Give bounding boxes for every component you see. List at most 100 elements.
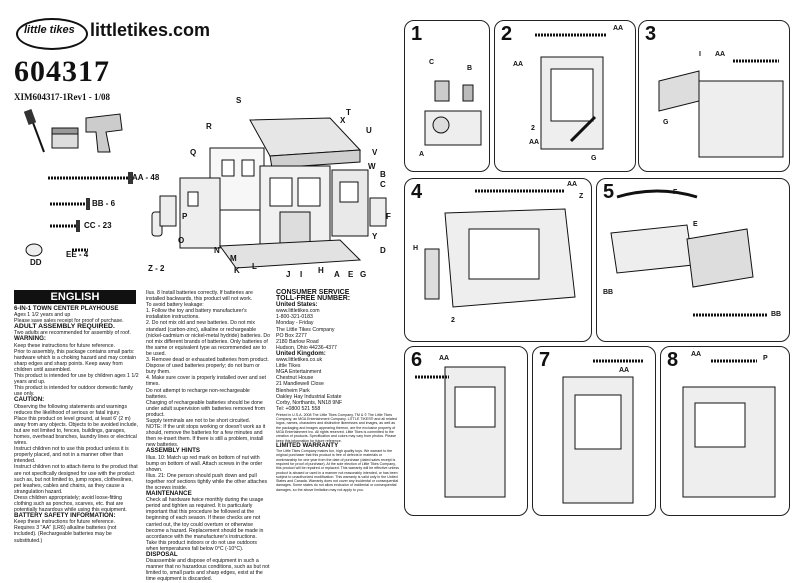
- caution-item: Observing the following statements and w…: [14, 403, 128, 416]
- brand-logo-text: little tikes: [24, 24, 75, 36]
- parts-illustration: [23, 109, 387, 269]
- us-line: PO Box 2277: [276, 332, 307, 339]
- step-7-panel: 7 AA: [532, 346, 656, 516]
- caution-item: Instruct children not to use this produc…: [14, 446, 129, 465]
- warning-item: Keep these instructions for future refer…: [14, 342, 115, 349]
- label-screw-cc: CC - 23: [84, 221, 112, 230]
- adult-assembly-sub: Two adults are recommended for assembly …: [14, 330, 131, 337]
- battery-note: Do not attempt to recharge non-rechargea…: [146, 387, 250, 400]
- playhouse-image: [159, 117, 387, 269]
- step-8-panel: 8 AA P: [660, 346, 790, 516]
- step-label: F: [673, 189, 678, 196]
- step-6-illustration: [415, 366, 506, 498]
- step-1-panel: 1 C B A: [404, 20, 490, 172]
- assembly-hint: Illus. 10: Match up red mark on bottom o…: [146, 454, 263, 473]
- uk-line: MGA Entertainment: [276, 369, 322, 376]
- house-label: H: [318, 266, 324, 275]
- house-label: D: [380, 246, 386, 255]
- house-label: I: [300, 270, 303, 279]
- caution-heading: CAUTION:: [14, 396, 45, 404]
- step-number: 6: [411, 349, 423, 371]
- battery-note: Supply terminals are not to be short cir…: [146, 417, 251, 424]
- label-screw-bb: BB - 6: [92, 199, 116, 208]
- battery-pack-image: [51, 127, 79, 149]
- step-label: BB: [603, 289, 614, 296]
- label-screw-aa: AA - 48: [132, 173, 160, 182]
- step-label: H: [413, 245, 419, 252]
- toll-free-heading: TOLL-FREE NUMBER:: [276, 295, 351, 303]
- maintenance-item: Take this product indoors or do not use …: [146, 539, 258, 552]
- house-label: A: [334, 270, 340, 279]
- label-screw-dd: DD: [30, 258, 42, 267]
- house-label: P: [182, 212, 188, 221]
- house-label: N: [214, 246, 220, 255]
- house-label: Y: [372, 232, 378, 241]
- product-title: 6-IN-1 TOWN CENTER PLAYHOUSE: [14, 305, 119, 312]
- battery-maintenance-column: Ilus. 8 Install batteries correctly. If …: [146, 290, 270, 583]
- battery-note: 4. Make sure cover is properly installed…: [146, 375, 266, 388]
- adult-assembly-heading: ADULT ASSEMBLY REQUIRED.: [14, 323, 115, 331]
- house-label: M: [230, 254, 237, 263]
- warranty-heading: LIMITED WARRANTY: [276, 441, 339, 449]
- step-2-illustration: [535, 33, 607, 150]
- house-label: O: [178, 236, 185, 245]
- step-number: 3: [645, 23, 657, 45]
- screw-dd-image: [25, 243, 43, 257]
- step-number: 2: [501, 23, 513, 45]
- warning-item: This product is intended for use by chil…: [14, 373, 139, 386]
- step-label: I: [699, 51, 701, 58]
- english-column: 6-IN-1 TOWN CENTER PLAYHOUSE Ages 1 1/2 …: [14, 305, 140, 544]
- power-drill-image: [85, 113, 123, 153]
- us-line: The Little Tikes Company: [276, 326, 335, 333]
- step-4-panel: 4 AA Z H 2: [404, 178, 592, 342]
- step-label: AA: [691, 351, 702, 358]
- uk-line: Tel: +0800 521 558: [276, 405, 321, 412]
- uk-line: Corby, Northants, NN18 9NF: [276, 399, 343, 406]
- step-label: AA: [529, 139, 540, 146]
- english-section-bar: ENGLISH: [14, 290, 136, 304]
- step-label: AA: [513, 61, 524, 68]
- battery-note: Charging of rechargeable batteries shoul…: [146, 399, 266, 418]
- battery-note: 3. Remove dead or exhausted batteries fr…: [146, 357, 269, 376]
- brand-site: littletikes.com: [90, 20, 211, 40]
- step-label: AA: [715, 51, 726, 58]
- step-label: B: [467, 65, 473, 72]
- step-5-panel: 5 F E BB BB: [596, 178, 790, 342]
- step-label: A: [419, 151, 425, 158]
- assembly-hint: Illus. 21: One person should push down a…: [146, 472, 268, 491]
- step-6-panel: 6 AA: [404, 346, 528, 516]
- step-number: 1: [411, 23, 423, 45]
- step-3-illustration: [658, 59, 784, 158]
- warranty-text: The Little Tikes Company makes fun, high…: [276, 449, 399, 492]
- house-label: R: [206, 122, 212, 131]
- step-label: G: [663, 119, 669, 126]
- step-8-illustration: [682, 359, 776, 498]
- step-label: BB: [771, 311, 782, 318]
- screw-cc-image: [50, 220, 80, 232]
- age-text: Ages 1 1/2 years and up: [14, 312, 71, 319]
- step-label: AA: [619, 367, 630, 374]
- battery-note: 1. Follow the toy and battery manufactur…: [146, 308, 247, 321]
- house-label: T: [346, 108, 351, 117]
- house-label: X: [340, 116, 346, 125]
- step-4-illustration: [424, 189, 576, 308]
- step-label: P: [763, 355, 768, 362]
- screw-aa-image: [48, 172, 133, 184]
- uk-line: Oakley Hay Industrial Estate: [276, 393, 342, 400]
- consumer-service-column: CONSUMER SERVICE TOLL-FREE NUMBER: Unite…: [276, 289, 400, 492]
- house-label: B: [380, 170, 386, 179]
- step-2-panel: 2 AA AA 2 AA G: [494, 20, 636, 172]
- house-label: E: [348, 270, 354, 279]
- house-label: C: [380, 180, 386, 189]
- us-line: www.littletikes.com: [276, 308, 320, 315]
- house-label: F: [386, 212, 391, 221]
- house-label: Q: [190, 148, 197, 157]
- battery-note: 2. Do not mix old and new batteries. Do …: [146, 320, 270, 357]
- warning-item: This product is intended for outdoor dom…: [14, 385, 133, 398]
- step-label: 2: [451, 317, 455, 324]
- uk-line: 21 Mandlewell Close: [276, 381, 324, 388]
- uk-line: www.littletikes.co.uk: [276, 357, 323, 364]
- battery-item: Requires 3 "AA" (LR6) alkaline batteries…: [14, 525, 117, 544]
- us-line: Hudson, Ohio 44236-4377: [276, 344, 337, 351]
- battery-note: Ilus. 8 Install batteries correctly. If …: [146, 290, 253, 303]
